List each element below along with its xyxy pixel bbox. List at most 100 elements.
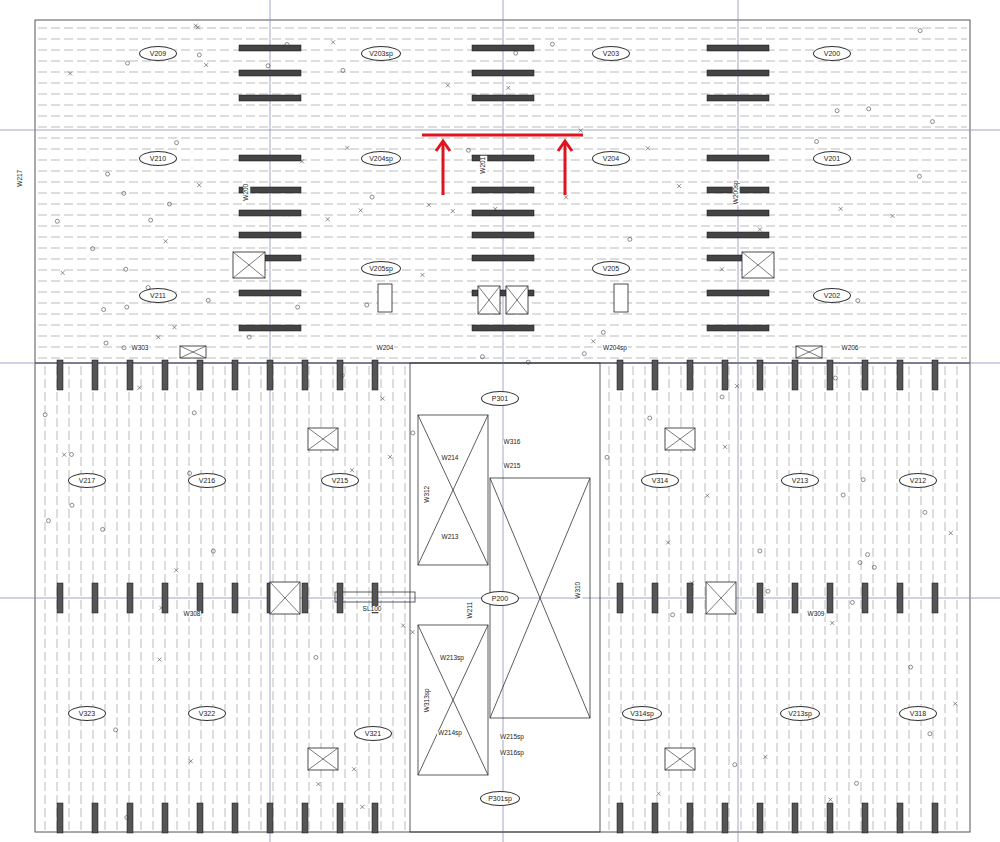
marker bbox=[841, 493, 845, 497]
slab-tag: P301sp bbox=[480, 791, 520, 806]
slab-tag: V314 bbox=[641, 473, 679, 488]
connection-plate bbox=[232, 583, 238, 613]
marker bbox=[164, 239, 168, 243]
slab-id: V217 bbox=[79, 477, 95, 484]
element-label: W310 bbox=[575, 581, 582, 600]
slab-tag: V213 bbox=[781, 473, 819, 488]
element-label: W217 bbox=[17, 169, 24, 188]
marker bbox=[126, 61, 130, 65]
opening bbox=[665, 428, 695, 450]
slab-tag: V203sp bbox=[361, 46, 401, 61]
slab-tag: V213sp bbox=[780, 706, 820, 721]
marker bbox=[62, 453, 66, 457]
opening bbox=[270, 582, 300, 614]
marker bbox=[420, 273, 424, 277]
marker bbox=[891, 214, 895, 218]
marker bbox=[723, 445, 727, 449]
slab-id: V205 bbox=[603, 265, 619, 272]
slab-id: V202 bbox=[824, 292, 840, 299]
connection-plate bbox=[862, 583, 868, 613]
slab-tag: V322 bbox=[188, 706, 226, 721]
element-label: W309 bbox=[807, 611, 826, 618]
marker bbox=[360, 805, 364, 809]
marker bbox=[411, 630, 415, 634]
connection-plate bbox=[239, 325, 301, 331]
marker bbox=[451, 209, 455, 213]
marker bbox=[70, 503, 74, 507]
connection-plate bbox=[239, 95, 301, 101]
marker bbox=[196, 25, 200, 29]
element-label: W211 bbox=[467, 601, 474, 620]
connection-plate bbox=[827, 803, 833, 833]
marker bbox=[352, 767, 356, 771]
element-label: W200sp bbox=[733, 179, 740, 205]
slab-tag: V201 bbox=[813, 151, 851, 166]
slab-tag: V211 bbox=[139, 288, 177, 303]
marker bbox=[345, 146, 349, 150]
marker bbox=[582, 352, 586, 356]
marker bbox=[506, 86, 510, 90]
opening bbox=[308, 748, 338, 770]
element-label: W214 bbox=[441, 455, 460, 462]
connection-plate bbox=[472, 255, 534, 261]
connection-plate bbox=[472, 210, 534, 216]
marker bbox=[359, 208, 363, 212]
opening bbox=[233, 252, 265, 278]
connection-plate bbox=[372, 803, 378, 833]
element-label: W206 bbox=[841, 345, 860, 352]
marker bbox=[122, 346, 126, 350]
marker bbox=[46, 519, 50, 523]
marker bbox=[331, 40, 335, 44]
connection-plate bbox=[652, 360, 658, 390]
connection-plate bbox=[617, 803, 623, 833]
marker bbox=[499, 211, 503, 215]
stair-core bbox=[335, 363, 600, 832]
marker bbox=[167, 202, 171, 206]
connection-plate bbox=[239, 70, 301, 76]
opening bbox=[308, 428, 338, 450]
connection-plate bbox=[707, 155, 769, 161]
marker bbox=[720, 395, 724, 399]
slab-id: V204 bbox=[603, 155, 619, 162]
marker bbox=[91, 247, 95, 251]
opening bbox=[665, 748, 695, 770]
marker bbox=[690, 581, 694, 585]
opening bbox=[706, 582, 736, 614]
marker bbox=[285, 212, 289, 216]
marker bbox=[918, 29, 922, 33]
connection-plate bbox=[127, 803, 133, 833]
slab-tag: V318 bbox=[899, 706, 937, 721]
connection-plate bbox=[267, 803, 273, 833]
connection-plate bbox=[757, 803, 763, 833]
marker bbox=[720, 267, 724, 271]
red-marker bbox=[422, 135, 583, 195]
marker bbox=[114, 728, 118, 732]
marker bbox=[839, 207, 843, 211]
slab-id: V318 bbox=[910, 710, 926, 717]
slab-id: V314 bbox=[652, 477, 668, 484]
connection-plate bbox=[162, 803, 168, 833]
connection-plate bbox=[57, 583, 63, 613]
connection-plate bbox=[707, 290, 769, 296]
connection-plate bbox=[239, 45, 301, 51]
marker bbox=[137, 386, 141, 390]
marker bbox=[591, 339, 595, 343]
marker bbox=[247, 335, 251, 339]
connection-plate bbox=[302, 803, 308, 833]
marker bbox=[427, 203, 431, 207]
connection-plate bbox=[687, 803, 693, 833]
slab-tag: P200 bbox=[481, 591, 519, 606]
connection-plate bbox=[617, 583, 623, 613]
connection-plate bbox=[302, 583, 308, 613]
connection-plate bbox=[722, 360, 728, 390]
connection-plate bbox=[232, 803, 238, 833]
element-label: W308 bbox=[183, 611, 202, 618]
marker bbox=[192, 411, 196, 415]
marker bbox=[104, 341, 108, 345]
opening bbox=[796, 346, 822, 358]
marker bbox=[628, 237, 632, 241]
marker bbox=[43, 413, 47, 417]
slab-tag: V203 bbox=[592, 46, 630, 61]
slab-line bbox=[38, 226, 967, 227]
marker bbox=[340, 374, 344, 378]
